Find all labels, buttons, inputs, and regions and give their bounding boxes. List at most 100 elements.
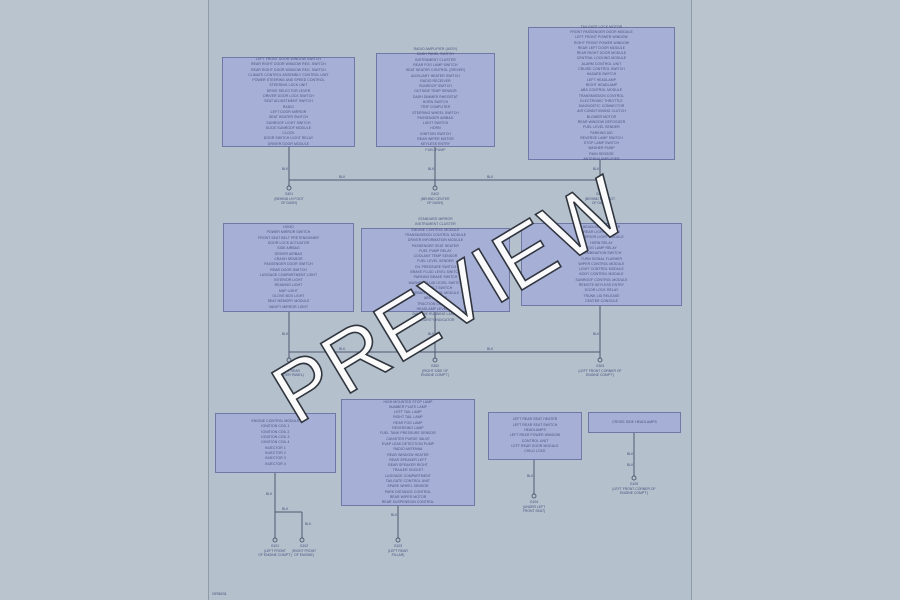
component-label: ANTENNA AMPLIFIER bbox=[583, 157, 620, 162]
ground-label-line: (BEHIND RH FOOT bbox=[584, 196, 616, 201]
figure-id: GR5631 bbox=[212, 591, 227, 596]
component-label: INSTRUMENT CLUSTER bbox=[415, 57, 456, 62]
wire-color-tag: BLK bbox=[593, 167, 600, 171]
component-label: DRIVER DOOR LOCK SWITCH bbox=[263, 94, 314, 99]
ground-label-line: G301 bbox=[284, 364, 294, 368]
component-label: DASH DIMMER RHEOSTAT bbox=[412, 94, 458, 99]
component-label: RIGHT TAIL LAMP bbox=[393, 415, 423, 420]
component-label: ENGINE CONTROL MODULE bbox=[251, 419, 300, 424]
wire-color-tag: BLK bbox=[527, 474, 534, 478]
component-label: CENTRAL LOCKING MODULE bbox=[576, 56, 627, 61]
component-label: SEAT ADJUSTMENT SWITCH bbox=[264, 99, 313, 104]
component-label: FUEL PUMP RELAY bbox=[419, 248, 452, 253]
component-label: INTERIOR LIGHT MODULE bbox=[579, 235, 624, 240]
ground-label-line: ENGINE COMP'T) bbox=[586, 373, 614, 378]
component-label: REAR SPEAKER LEFT bbox=[389, 457, 427, 462]
component-label: REAR FOG LAMP SWITCH bbox=[413, 62, 458, 67]
ground-symbol bbox=[432, 357, 438, 363]
ground-label-line: G403 bbox=[595, 192, 605, 196]
component-label: CRASH SENSOR bbox=[274, 256, 303, 261]
wire-color-tag: BLK bbox=[428, 332, 435, 336]
component-label: CONTROL UNIT bbox=[521, 438, 549, 443]
ground-label-line: G101 bbox=[270, 544, 280, 548]
component-label: BRAKE FLUID LEVEL SWITCH bbox=[410, 270, 461, 274]
component-label: RIGHT HEADLAMP bbox=[585, 82, 618, 87]
component-label: REAR WINDOW HEATER bbox=[387, 452, 429, 457]
component-label: TRACTION CONTROL bbox=[417, 301, 454, 306]
ground-label-line: (LEFT FRONT CORNER OF bbox=[612, 486, 656, 491]
component-label: REAR FOG LAMP bbox=[393, 420, 423, 425]
component-label: WASHER PUMP bbox=[588, 146, 615, 151]
component-label: DOOR SWITCH LIGHT RELAY bbox=[263, 136, 314, 141]
component-label: HORN RELAY bbox=[590, 240, 613, 245]
component-label: REAR WINDOW DEFOGGER bbox=[577, 119, 626, 124]
component-label: LEFT TAIL LAMP bbox=[394, 410, 422, 415]
ground-label-line: OF DASH) bbox=[280, 201, 298, 206]
component-label: IGNITION SWITCH bbox=[420, 131, 451, 136]
component-label: ENGINE CONTROL MODULE bbox=[411, 227, 460, 232]
ground-label-line: G103 bbox=[393, 544, 403, 548]
component-label: REAR RIGHT DOOR WINDOW REG. SWITCH bbox=[251, 62, 326, 67]
component-label: RADIO AMPLIFIER (ASSY) bbox=[413, 47, 458, 52]
component-label: TRANSMISSION CONTROL bbox=[578, 93, 625, 98]
ground-symbol bbox=[395, 537, 401, 543]
component-label: VANITY MIRROR LIGHT bbox=[268, 304, 309, 309]
component-label: PASSENGER SEAT HEATER bbox=[412, 243, 459, 248]
component-label: RIGHT FRONT POWER WINDOW bbox=[573, 40, 629, 45]
component-label: DASH PANEL SWITCH bbox=[416, 52, 455, 57]
component-label: PARK DISTANCE CONTROL bbox=[384, 489, 432, 494]
component-label: LEFT REAR DOOR MODULE bbox=[511, 443, 559, 448]
component-label: ELECTRONIC THROTTLE bbox=[580, 98, 623, 103]
wire-color-tag: BLK bbox=[593, 332, 600, 336]
component-label: SLIDE SUNROOF MODULE bbox=[265, 125, 312, 130]
component-label: LEFT FRONT POWER WINDOW bbox=[575, 35, 628, 40]
component-label: RADIO bbox=[282, 104, 295, 109]
component-label: SPARE WHEEL SENSOR bbox=[387, 484, 429, 489]
component-label: SECURITY INDICATOR bbox=[416, 317, 455, 322]
component-label: RAIN SENSOR bbox=[589, 151, 614, 156]
ground-label-line: OF ENGINE COMP'T) bbox=[258, 553, 292, 558]
component-label: POWER MIRROR SWITCH bbox=[266, 230, 311, 235]
component-label: RADIO ANTENNA bbox=[393, 447, 423, 452]
ground-symbol bbox=[286, 357, 292, 363]
component-label: DOOR LOCK RELAY bbox=[584, 288, 619, 293]
component-box-10: CROSS SIDE HEADLAMPS bbox=[588, 412, 681, 433]
ground-label-line: (LEFT FRONT bbox=[264, 548, 286, 553]
wire-color-tag: BLK bbox=[428, 167, 435, 171]
component-label: HEADLAMPS bbox=[524, 428, 546, 433]
ground-label-line: G302 bbox=[430, 364, 440, 368]
component-label: REAR RIGHT DOOR MODULE bbox=[576, 51, 627, 56]
component-label: CLIMATE CONTROL ASSEMBLY CONTROL UNIT bbox=[248, 72, 329, 77]
component-label: HORN bbox=[430, 126, 441, 131]
ground-symbol bbox=[299, 537, 305, 543]
component-label: BLOWER MOTOR bbox=[586, 114, 617, 119]
component-label: IGNITION COIL 4 bbox=[261, 440, 290, 445]
component-label: LUGGAGE COMPARTMENT bbox=[385, 473, 431, 478]
ground-symbol bbox=[432, 185, 438, 191]
wire-color-tag: BLK bbox=[282, 332, 289, 336]
component-label: DRIVER DOOR MODULE bbox=[267, 141, 310, 146]
wire-color-tag: BLK bbox=[282, 167, 289, 171]
ground-symbol bbox=[272, 537, 278, 543]
ground-label-line: (UNDER LEFT bbox=[522, 504, 546, 509]
component-label: FUEL LEVEL SENDER bbox=[417, 259, 454, 264]
component-label: CANISTER PURGE VALVE bbox=[386, 436, 430, 441]
component-label: LEFT DOOR MIRROR bbox=[270, 109, 307, 114]
component-label: STOP LAMP SWITCH bbox=[583, 141, 620, 146]
wire-color-tag: BLK bbox=[266, 492, 273, 496]
component-label: SIDE AIRBAG bbox=[277, 246, 300, 251]
component-label: TURN SIGNAL FLASHER bbox=[580, 256, 623, 261]
wire-color-tag: BLK bbox=[391, 513, 398, 517]
component-label: HORN SWITCH bbox=[422, 100, 449, 104]
component-label: TAILGATE CONTROL UNIT bbox=[385, 478, 431, 483]
ground-label-line: QUARTER PANEL) bbox=[274, 373, 304, 378]
ground-symbol bbox=[531, 493, 537, 499]
component-label: PASSENGER AIRBAG bbox=[417, 115, 454, 120]
